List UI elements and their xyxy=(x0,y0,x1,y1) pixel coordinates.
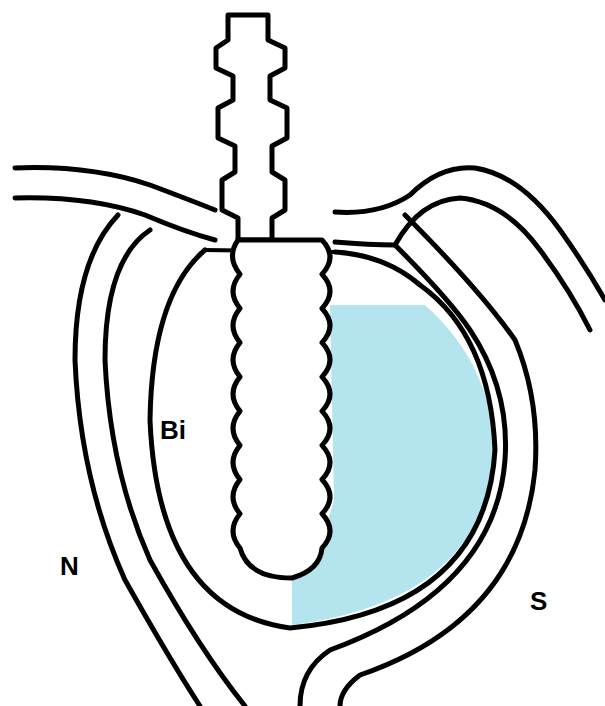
nasal-wall xyxy=(75,215,200,706)
nasal-wall xyxy=(105,230,245,706)
bone-line xyxy=(15,168,215,210)
region-label: S xyxy=(530,588,547,614)
implant-head xyxy=(216,15,287,240)
region-label: N xyxy=(60,553,79,579)
region-label: Bi xyxy=(160,417,186,443)
implant-body xyxy=(232,240,330,578)
